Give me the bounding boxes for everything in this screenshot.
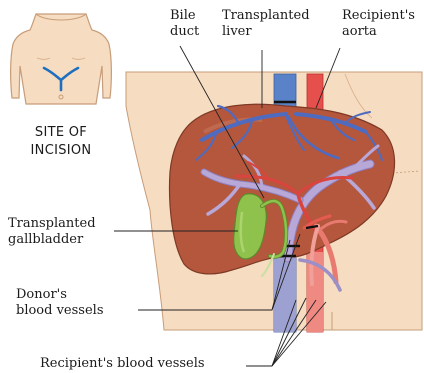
transplanted-liver-label: Transplanted liver	[222, 8, 310, 40]
transplanted-gallbladder-label: Transplanted gallbladder	[8, 216, 96, 248]
bile-duct-label: Bile duct	[170, 8, 199, 40]
recipient-aorta-label: Recipient's aorta	[342, 8, 415, 40]
recipient-blood-vessels-label: Recipient's blood vessels	[40, 356, 205, 372]
site-of-incision-label: SITE OF INCISION	[16, 124, 106, 160]
donor-blood-vessels-label: Donor's blood vessels	[16, 287, 104, 319]
